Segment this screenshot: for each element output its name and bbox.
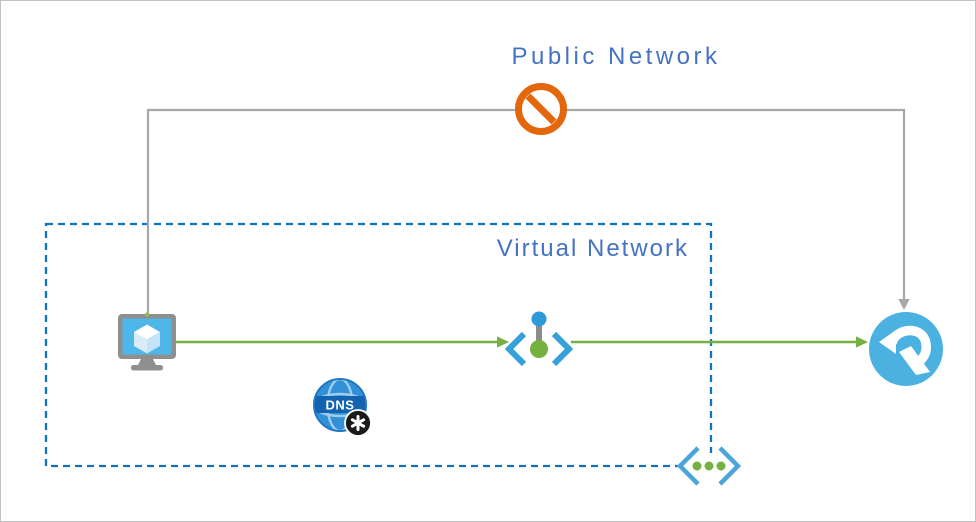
subnet-icon bbox=[677, 446, 741, 486]
no-public-access-icon bbox=[515, 83, 567, 135]
private-dns-zone-icon: DNS bbox=[313, 378, 372, 437]
private-endpoint-icon bbox=[505, 311, 573, 367]
virtual-machine-icon bbox=[118, 312, 176, 371]
dns-icon-label: DNS bbox=[326, 398, 355, 413]
wildcard-badge-icon bbox=[344, 409, 372, 437]
public-path-connector bbox=[146, 108, 906, 314]
azure-relay-icon bbox=[869, 312, 943, 386]
private-link-arrowhead-2 bbox=[856, 336, 868, 348]
virtual-network-boundary bbox=[44, 222, 713, 468]
public-path-arrowhead bbox=[898, 299, 910, 310]
public-network-label: Public Network bbox=[511, 43, 721, 70]
private-link-arrowhead-1 bbox=[497, 336, 509, 348]
virtual-network-label: Virtual Network bbox=[496, 235, 689, 262]
